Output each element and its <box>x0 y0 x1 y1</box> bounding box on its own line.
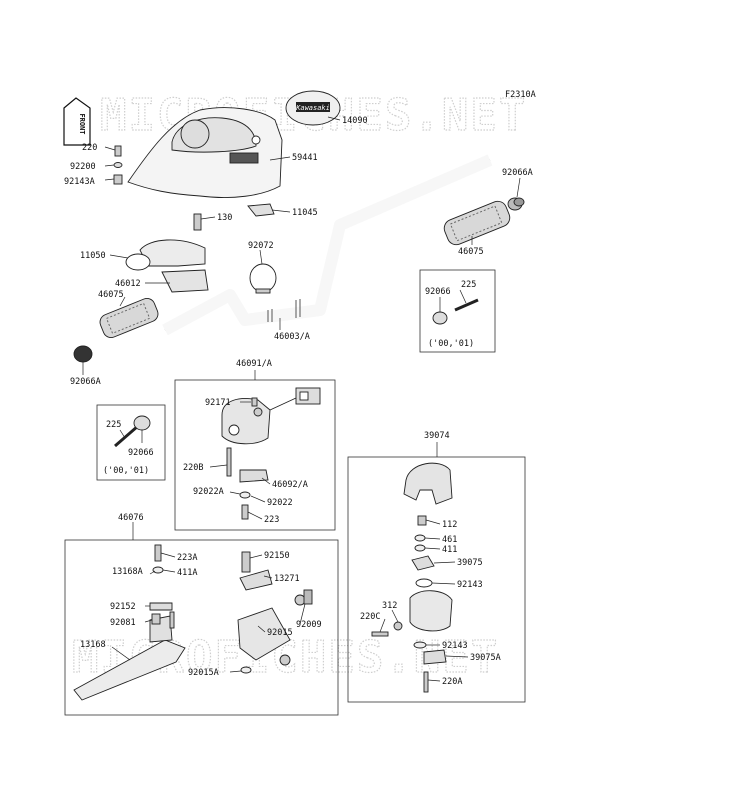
label-220b: 220B <box>183 463 203 473</box>
label-92066-left: 92066 <box>128 448 154 458</box>
label-92066-right: 92066 <box>425 287 451 297</box>
label-13271: 13271 <box>274 574 300 584</box>
label-225-left: 225 <box>106 420 121 430</box>
label-92081: 92081 <box>110 618 136 628</box>
clamp-band-part <box>249 263 277 294</box>
label-130: 130 <box>217 213 232 223</box>
front-arrow-sign: FRONT <box>63 97 91 146</box>
leader-lines <box>82 116 521 682</box>
label-46012: 46012 <box>115 279 141 289</box>
label-92015: 92015 <box>267 628 293 638</box>
label-92022a: 92022A <box>193 487 224 497</box>
right-grip-part <box>443 200 511 246</box>
right-switch-box <box>347 456 526 703</box>
label-223: 223 <box>264 515 279 525</box>
bolt-130-part <box>193 213 202 231</box>
switch-lever-part <box>239 469 269 483</box>
label-92143-a: 92143 <box>457 580 483 590</box>
grip-bolt-box-right <box>419 269 496 353</box>
label-92200: 92200 <box>70 162 96 172</box>
label-223a: 223A <box>177 553 197 563</box>
label-11050: 11050 <box>80 251 106 261</box>
label-46003a: 46003/A <box>274 332 310 342</box>
lever-13168-part <box>73 615 186 701</box>
lever-switch-bracket-part <box>237 551 313 674</box>
label-220c: 220C <box>360 612 380 622</box>
right-grip-end-part <box>507 197 525 211</box>
label-92150: 92150 <box>264 551 290 561</box>
label-92022: 92022 <box>267 498 293 508</box>
label-92143a: 92143A <box>64 177 95 187</box>
grip-bolt-right-note: ('00,'01) <box>428 339 474 349</box>
lever-assembly-box <box>64 539 339 716</box>
switch-cover-part <box>403 462 453 505</box>
label-92171: 92171 <box>205 398 231 408</box>
label-411: 411 <box>442 545 457 555</box>
handlebar-knurl <box>267 299 301 322</box>
label-46091a: 46091/A <box>236 359 272 369</box>
label-46075-left: 46075 <box>98 290 124 300</box>
grip-bolt-box-left <box>96 404 166 481</box>
label-13168a: 13168A <box>112 567 143 577</box>
left-grip-end-part <box>73 345 93 363</box>
diagram-code: F2310A <box>505 90 536 100</box>
label-411a: 411A <box>177 568 197 578</box>
emblem-text: Kawasaki <box>295 104 330 112</box>
label-46076: 46076 <box>118 513 144 523</box>
switch-housing-part <box>221 387 321 445</box>
label-92072: 92072 <box>248 241 274 251</box>
label-39074: 39074 <box>424 431 450 441</box>
part-labels: 220 92200 92143A 14090 59441 130 11045 1… <box>64 116 533 687</box>
handlebar-holder-part <box>125 239 209 293</box>
emblem-part: Kawasaki <box>285 90 341 126</box>
label-92152: 92152 <box>110 602 136 612</box>
bracket-11045-part <box>247 203 275 217</box>
screw-set-left <box>113 145 123 185</box>
washer-92022-part <box>239 491 251 499</box>
label-39075a: 39075A <box>470 653 501 663</box>
left-grip-part <box>99 297 159 339</box>
label-112: 112 <box>442 520 457 530</box>
label-92009: 92009 <box>296 620 322 630</box>
grip-bolt-right-part <box>432 298 479 325</box>
switch-internals-part <box>371 515 453 693</box>
screw-220b-part <box>226 447 232 477</box>
label-14090: 14090 <box>342 116 368 126</box>
screw-223-part <box>241 504 249 520</box>
label-461: 461 <box>442 535 457 545</box>
label-39075: 39075 <box>457 558 483 568</box>
label-46075-right: 46075 <box>458 247 484 257</box>
label-312: 312 <box>382 601 397 611</box>
label-225-right: 225 <box>461 280 476 290</box>
label-46092a: 46092/A <box>272 480 308 490</box>
label-11045: 11045 <box>292 208 318 218</box>
label-59441: 59441 <box>292 153 318 163</box>
handlebar-fill <box>162 154 493 336</box>
front-sign-text: FRONT <box>78 113 86 134</box>
label-13168: 13168 <box>80 640 106 650</box>
label-92015a: 92015A <box>188 668 219 678</box>
label-92066a-right: 92066A <box>502 168 533 178</box>
label-92066a-left: 92066A <box>70 377 101 387</box>
meter-cover-part <box>127 107 283 198</box>
screw-92171-part <box>251 397 258 407</box>
label-220a: 220A <box>442 677 462 687</box>
label-92143-b: 92143 <box>442 641 468 651</box>
label-220: 220 <box>82 143 97 153</box>
lever-small-parts <box>149 544 175 629</box>
grip-bolt-left-note: ('00,'01) <box>103 466 149 476</box>
